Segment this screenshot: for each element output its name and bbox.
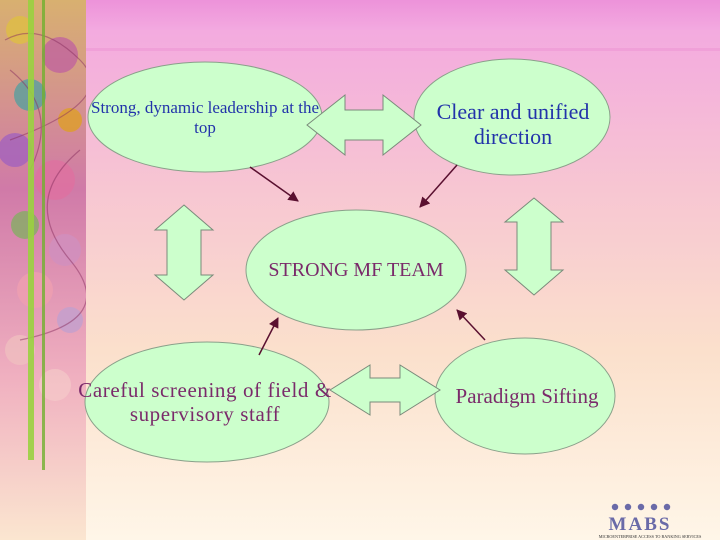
top-band — [0, 0, 720, 30]
connector-leadership-to-team — [249, 166, 299, 202]
top-divider-line — [0, 48, 720, 51]
node-screening-label: Careful screening of field & supervisory… — [78, 378, 332, 427]
node-direction-label: Clear and unified direction — [436, 99, 590, 150]
double-arrow-right — [503, 197, 565, 296]
node-leadership-label: Strong, dynamic leadership at the top — [90, 98, 320, 137]
mabs-logo: MABS MICROENTERPRISE ACCESS TO BANKING S… — [599, 503, 702, 539]
node-paradigm-ellipse — [434, 337, 616, 455]
node-paradigm-label: Paradigm Sifting — [455, 384, 599, 408]
connector-direction-to-team — [419, 164, 458, 208]
node-direction-ellipse — [413, 58, 611, 176]
decorative-side-strip — [0, 0, 86, 540]
node-team-label: STRONG MF TEAM — [268, 259, 444, 281]
double-arrow-top — [306, 93, 422, 157]
double-arrow-bottom — [329, 364, 441, 416]
logo-tagline: MICROENTERPRISE ACCESS TO BANKING SERVIC… — [599, 534, 702, 539]
connector-screening-to-team — [258, 317, 279, 356]
node-team-ellipse — [245, 209, 467, 331]
double-arrow-left — [153, 204, 215, 301]
connector-paradigm-to-team — [456, 309, 486, 341]
logo-wordmark: MABS — [609, 514, 672, 535]
node-screening-ellipse — [84, 341, 330, 463]
